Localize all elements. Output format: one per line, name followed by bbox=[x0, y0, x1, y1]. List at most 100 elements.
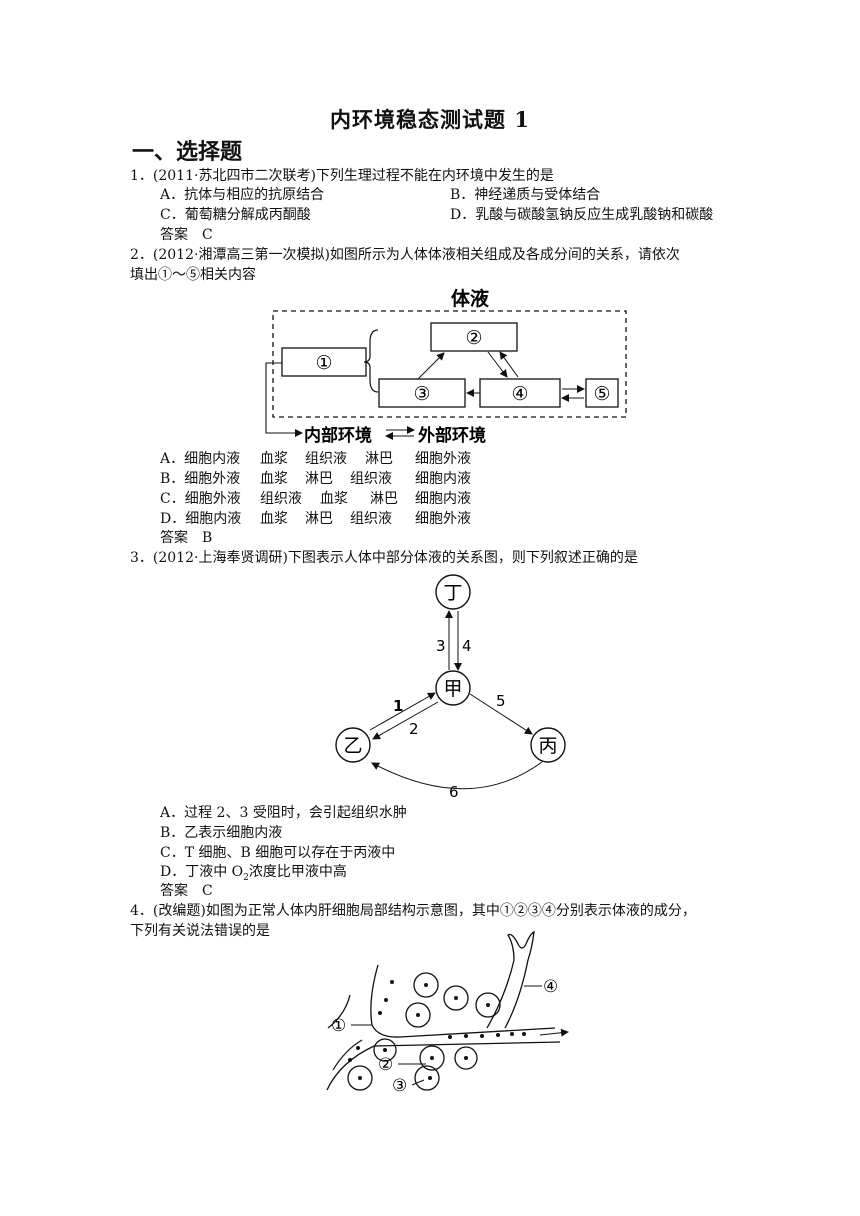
q1-option-a: A．抗体与相应的抗原结合 bbox=[160, 187, 325, 203]
q3-diagram: 丁 甲 乙 丙 3 4 1 2 5 6 bbox=[335, 574, 566, 801]
q3-label-6: 6 bbox=[449, 783, 459, 801]
q2-option-c: C．细胞外液组织液血浆淋巴细胞内液 bbox=[160, 491, 471, 507]
q4-cell-nucleus bbox=[430, 1056, 434, 1060]
q2-bottom-right: 外部环境 bbox=[418, 425, 486, 446]
q3-node-jia bbox=[435, 670, 471, 706]
q1-answer: 答案 C bbox=[160, 227, 213, 243]
q4-capillary-mid-wall bbox=[332, 1039, 363, 1071]
q3-node-ding-label: 丁 bbox=[443, 582, 462, 604]
q2-arrow-4-to-2 bbox=[499, 351, 519, 378]
q4-lymph-vessel bbox=[486, 930, 535, 1029]
q4-dot bbox=[384, 998, 388, 1002]
q3-node-bing-label: 丙 bbox=[538, 735, 557, 757]
q3-option-c: C．T 细胞、B 细胞可以存在于丙液中 bbox=[160, 845, 396, 861]
q4-tissue-cell bbox=[373, 1038, 397, 1062]
q3-label-4: 4 bbox=[462, 637, 472, 655]
q2-option-b: B．细胞外液血浆淋巴组织液细胞内液 bbox=[160, 471, 471, 487]
q4-dot bbox=[448, 1035, 452, 1039]
q3-option-a: A．过程 2、3 受阻时，会引起组织水肿 bbox=[160, 805, 407, 821]
q4-dot bbox=[480, 1034, 484, 1038]
q4-cell-nucleus bbox=[486, 1003, 490, 1007]
q1-option-b: B．神经递质与受体结合 bbox=[450, 187, 601, 203]
q3-arrow-6 bbox=[371, 761, 543, 790]
q3-node-jia-label: 甲 bbox=[443, 678, 462, 700]
q3-arrow-1 bbox=[369, 692, 436, 731]
q4-tissue-cell bbox=[475, 992, 501, 1018]
q2-diagram: 体液 ① ② ③ ④ ⑤ 内部环境 外部环境 bbox=[265, 287, 627, 446]
q1-option-c: C．葡萄糖分解成丙酮酸 bbox=[160, 207, 311, 223]
q3-node-yi bbox=[335, 727, 371, 763]
q3-node-bing bbox=[530, 727, 566, 763]
q4-label-3-leader bbox=[411, 1079, 425, 1086]
q4-dot bbox=[390, 980, 394, 984]
q3-node-yi-label: 乙 bbox=[343, 735, 362, 757]
q2-option-d: D．细胞内液血浆淋巴组织液细胞外液 bbox=[160, 511, 471, 527]
q4-dot bbox=[510, 1032, 514, 1036]
q3-label-2: 2 bbox=[409, 720, 419, 738]
q3-node-ding bbox=[435, 574, 471, 610]
q4-tissue-cell bbox=[443, 985, 469, 1011]
q2-answer: 答案 B bbox=[160, 530, 213, 546]
q4-tissue-cell bbox=[454, 1046, 478, 1070]
q3-label-5: 5 bbox=[496, 692, 506, 710]
q3-option-d: D．丁液中 O2浓度比甲液中高 bbox=[160, 864, 347, 883]
q2-diagram-title: 体液 bbox=[451, 287, 490, 310]
q4-cell-nucleus bbox=[464, 1056, 468, 1060]
q2-brace bbox=[363, 329, 379, 393]
q4-stem-line1: 4．(改编题)如图为正常人体内肝细胞局部结构示意图，其中①②③④分别表示体液的成… bbox=[130, 903, 696, 919]
q3-answer: 答案 C bbox=[160, 883, 213, 899]
q3-arrow-5 bbox=[469, 693, 533, 735]
q2-box-2-label: ② bbox=[465, 327, 482, 349]
q4-label-2: ② bbox=[378, 1055, 393, 1075]
q4-tissue-cell bbox=[413, 972, 439, 998]
q2-box-5 bbox=[585, 378, 619, 408]
page-title: 内环境稳态测试题 1 bbox=[330, 107, 530, 132]
q4-cell-nucleus bbox=[424, 983, 428, 987]
q2-box-1-label: ① bbox=[315, 352, 332, 374]
q3-label-1: 1 bbox=[393, 697, 403, 715]
q4-dot bbox=[496, 1033, 500, 1037]
q2-stem-line2: 填出①～⑤相关内容 bbox=[130, 267, 256, 283]
q4-dot bbox=[464, 1034, 468, 1038]
q3-stem: 3．(2012·上海奉贤调研)下图表示人体中部分体液的关系图，则下列叙述正确的是 bbox=[130, 550, 638, 566]
q2-dashed-frame bbox=[272, 310, 627, 418]
q4-flow-arrow bbox=[539, 1028, 569, 1037]
q4-cell-nucleus bbox=[358, 1076, 362, 1080]
q4-tissue-cell bbox=[414, 1065, 440, 1091]
q2-box-3 bbox=[378, 378, 466, 408]
q4-diagram: ① ② ③ ④ bbox=[326, 930, 569, 1096]
q2-box-3-label: ③ bbox=[413, 383, 430, 405]
q2-box-2 bbox=[430, 322, 518, 352]
q2-arrow-1-to-environment bbox=[265, 362, 303, 437]
q4-tissue-cell bbox=[419, 1045, 445, 1071]
q4-tissue-cell bbox=[405, 1002, 431, 1028]
q4-dot bbox=[356, 1046, 360, 1050]
q4-dot bbox=[378, 1011, 382, 1015]
q2-stem-line1: 2．(2012·湘潭高三第一次模拟)如图所示为人体体液相关组成及各成分间的关系，… bbox=[130, 247, 680, 263]
q3-label-3: 3 bbox=[436, 637, 446, 655]
q2-box-4-label: ④ bbox=[511, 383, 528, 405]
q4-label-1: ① bbox=[331, 1016, 346, 1036]
q2-arrow-2-to-4 bbox=[487, 351, 508, 378]
q2-arrow-3-to-2 bbox=[417, 352, 445, 380]
q4-tissue-cell bbox=[347, 1065, 373, 1091]
q4-capillary-left-branch bbox=[327, 994, 351, 1029]
q2-box-4 bbox=[479, 378, 561, 408]
q4-stem-line2: 下列有关说法错误的是 bbox=[130, 923, 270, 939]
q4-cell-nucleus bbox=[428, 1076, 432, 1080]
q3-arrow-2 bbox=[372, 701, 439, 740]
q2-box-5-label: ⑤ bbox=[593, 383, 610, 405]
q4-cell-nucleus bbox=[416, 1013, 420, 1017]
q2-option-a: A．细胞内液血浆组织液淋巴细胞外液 bbox=[160, 451, 471, 467]
q1-option-d: D．乳酸与碳酸氢钠反应生成乳酸钠和碳酸 bbox=[450, 207, 714, 223]
q2-bottom-left: 内部环境 bbox=[304, 425, 372, 446]
q4-dot bbox=[522, 1032, 526, 1036]
q4-label-3: ③ bbox=[392, 1076, 407, 1096]
q2-box-1 bbox=[281, 347, 367, 377]
q4-capillary-lower-wall bbox=[326, 1041, 561, 1091]
section-heading: 一、选择题 bbox=[132, 139, 243, 165]
q1-stem: 1．(2011·苏北四市二次联考)下列生理过程不能在内环境中发生的是 bbox=[130, 168, 554, 184]
q4-label-4: ④ bbox=[543, 977, 558, 997]
q3-option-b: B．乙表示细胞内液 bbox=[160, 825, 283, 841]
